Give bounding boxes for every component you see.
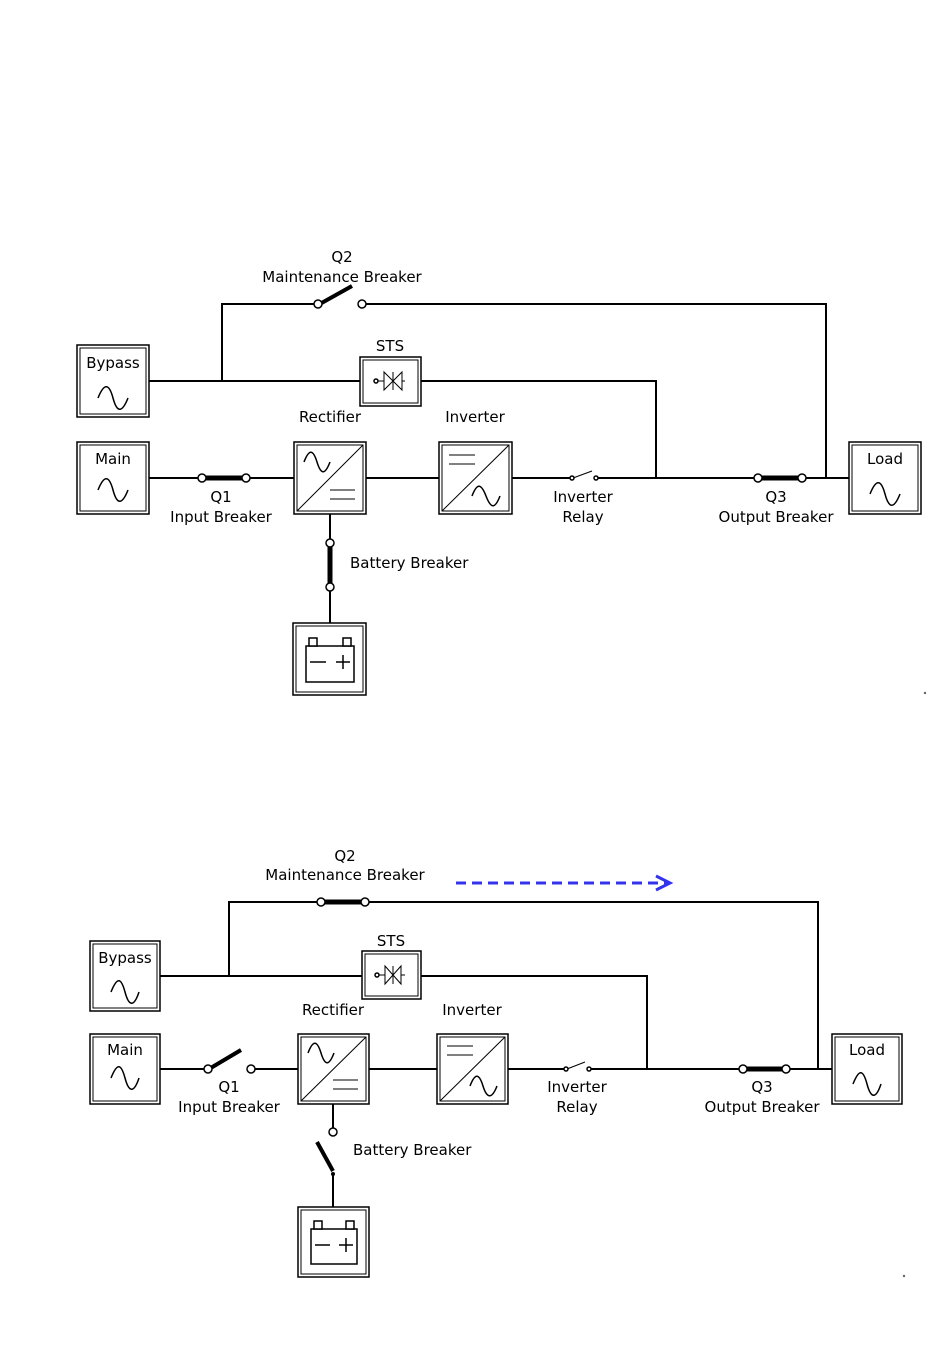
q2-label: Q2 xyxy=(334,847,355,865)
main-label: Main xyxy=(95,450,131,468)
main-label: Main xyxy=(107,1041,143,1059)
q2-sublabel: Maintenance Breaker xyxy=(265,866,425,884)
q3-output-breaker xyxy=(739,1065,790,1073)
battery-icon xyxy=(293,623,366,695)
q1-sublabel: Input Breaker xyxy=(178,1098,281,1116)
bypass-label: Bypass xyxy=(86,354,140,372)
sts-icon xyxy=(360,357,421,406)
stray-dot xyxy=(903,1275,905,1277)
sts-icon xyxy=(362,951,421,999)
q2-label: Q2 xyxy=(331,248,352,266)
diagram-maintenance-mode: Q2 Maintenance Breaker STS Bypass Main xyxy=(90,847,905,1277)
rectifier-label: Rectifier xyxy=(302,1001,365,1019)
inverter-relay-switch xyxy=(564,1062,591,1071)
inverter-icon xyxy=(437,1034,508,1104)
q3-sublabel: Output Breaker xyxy=(705,1098,821,1116)
q1-sublabel: Input Breaker xyxy=(170,508,273,526)
inverter-label: Inverter xyxy=(445,408,505,426)
bypass-label: Bypass xyxy=(98,949,152,967)
relay-sublabel: Relay xyxy=(562,508,603,526)
rectifier-label: Rectifier xyxy=(299,408,362,426)
rectifier-icon xyxy=(294,442,366,514)
battery-icon xyxy=(298,1207,369,1277)
q1-input-breaker xyxy=(198,474,250,482)
relay-label: Inverter xyxy=(547,1078,607,1096)
inverter-label: Inverter xyxy=(442,1001,502,1019)
q1-input-breaker xyxy=(204,1050,255,1073)
q2-sublabel: Maintenance Breaker xyxy=(262,268,422,286)
q3-label: Q3 xyxy=(765,488,786,506)
load-label: Load xyxy=(849,1041,885,1059)
q3-sublabel: Output Breaker xyxy=(719,508,835,526)
stray-dot xyxy=(924,692,926,694)
rectifier-icon xyxy=(298,1034,369,1104)
relay-label: Inverter xyxy=(553,488,613,506)
sts-label: STS xyxy=(376,337,404,355)
inverter-relay-switch xyxy=(570,471,598,480)
q1-label: Q1 xyxy=(210,488,231,506)
battery-breaker-label: Battery Breaker xyxy=(350,554,469,572)
load-label: Load xyxy=(867,450,903,468)
relay-sublabel: Relay xyxy=(556,1098,597,1116)
q3-label: Q3 xyxy=(751,1078,772,1096)
sts-label: STS xyxy=(377,932,405,950)
q2-maintenance-breaker xyxy=(314,286,366,308)
battery-breaker-label: Battery Breaker xyxy=(353,1141,472,1159)
q1-label: Q1 xyxy=(218,1078,239,1096)
battery-breaker xyxy=(317,1128,337,1176)
power-flow-arrow xyxy=(456,876,670,890)
q3-output-breaker xyxy=(754,474,806,482)
battery-breaker xyxy=(326,539,334,591)
inverter-icon xyxy=(439,442,512,514)
q2-maintenance-breaker xyxy=(317,898,369,906)
diagram-normal-mode: Q2 Maintenance Breaker STS Bypass Main xyxy=(77,248,926,695)
